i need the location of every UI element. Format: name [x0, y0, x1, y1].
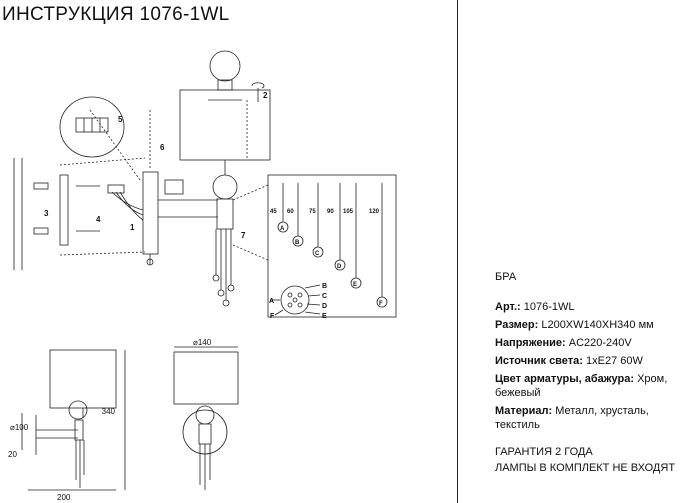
dimension-base-diameter: ⌀100: [10, 423, 29, 432]
pendant-chart-box: [267, 174, 397, 318]
crystal-pendants: [212, 229, 235, 307]
pendant-length-60: 60: [287, 209, 294, 215]
ring-label-e: E: [322, 313, 327, 320]
wall-plate: [59, 174, 69, 246]
pendant-length-120: 120: [369, 209, 380, 215]
dimension-width: 200: [57, 493, 71, 502]
pendant-letter-b: B: [295, 240, 300, 246]
step-label-7: 7: [241, 231, 246, 240]
ring-label-b: B: [322, 283, 327, 290]
front-view-shade: [173, 351, 239, 405]
pendant-length-105: 105: [343, 209, 354, 215]
terminal-detail: [59, 96, 125, 158]
pendant-letter-a: A: [280, 226, 285, 232]
lamp-shade: [179, 89, 271, 161]
step-label-1: 1: [130, 223, 135, 232]
step-label-3: 3: [44, 209, 49, 218]
spec-size: Размер: L200XW140XH340 мм: [495, 319, 654, 331]
ring-label-c: C: [322, 293, 327, 300]
ring-label-a: A: [269, 298, 274, 305]
assembly-diagram: 1 2 3 4 5 6 7 45 60 75 90 105 120 A B C …: [8, 50, 397, 502]
spec-material: Материал: Металл, хрусталь, текстиль: [495, 405, 649, 431]
mounting-box: [142, 171, 159, 255]
pendant-letter-c: C: [315, 251, 320, 257]
step-label-5: 5: [118, 115, 123, 124]
spec-color: Цвет арматуры, абажура: Хром, бежевый: [495, 373, 668, 399]
footer-notes: ГАРАНТИЯ 2 ГОДА ЛАМПЫ В КОМПЛЕКТ НЕ ВХОД…: [495, 444, 675, 476]
attachment-ring: [280, 285, 310, 315]
page-title: ИНСТРУКЦИЯ 1076-1WL: [2, 4, 230, 25]
bulb: [209, 50, 241, 82]
specs-list: Арт.: 1076-1WL Размер: L200XW140XH340 мм…: [495, 300, 695, 436]
step-label-6: 6: [160, 143, 165, 152]
crystal-strip: [13, 158, 23, 270]
pendant-letter-e: E: [353, 282, 357, 288]
dimension-shade-diameter: ⌀140: [193, 338, 212, 347]
lamps-note: ЛАМПЫ В КОМПЛЕКТ НЕ ВХОДЯТ: [495, 462, 676, 474]
decor-ball: [212, 174, 238, 200]
ring-label-f: F: [270, 313, 275, 320]
pendant-letter-f: F: [379, 301, 383, 307]
ring-label-d: D: [322, 303, 327, 310]
spec-voltage: Напряжение: AC220-240V: [495, 337, 632, 349]
step-label-4: 4: [96, 215, 101, 224]
warranty-note: ГАРАНТИЯ 2 ГОДА: [495, 446, 593, 458]
spec-light-source: Источник света: 1xE27 60W: [495, 355, 643, 367]
step-label-2: 2: [263, 91, 268, 100]
pendant-letter-d: D: [337, 264, 342, 270]
dimension-offset: 20: [8, 450, 17, 459]
product-type: БРА: [495, 271, 517, 283]
pendant-length-75: 75: [309, 209, 316, 215]
spec-article: Арт.: 1076-1WL: [495, 301, 575, 313]
pendant-length-45: 45: [270, 209, 277, 215]
dimension-height: 340: [102, 407, 116, 416]
vertical-divider: [457, 0, 458, 503]
side-view-shade: [49, 349, 117, 409]
pendant-length-90: 90: [327, 209, 334, 215]
